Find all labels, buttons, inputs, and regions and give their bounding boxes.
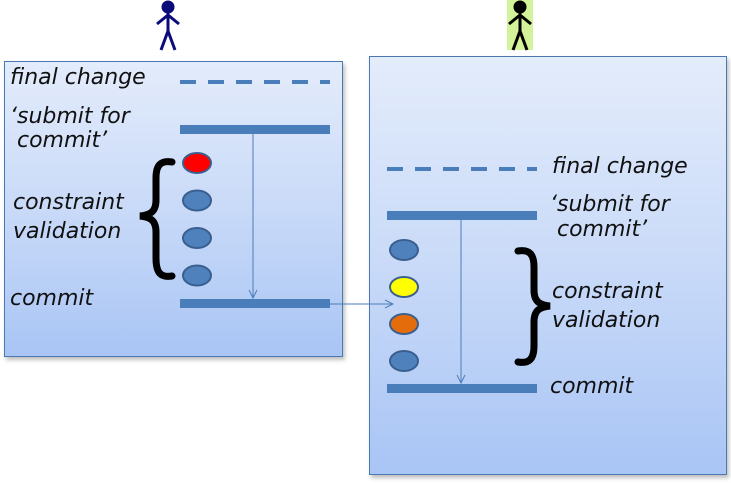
right-submit-label-2: commit’ bbox=[550, 217, 648, 242]
right-constraint-label-1: constraint bbox=[552, 279, 663, 304]
left-submit-bar bbox=[180, 125, 330, 134]
right-submit-label-1: ‘submit for bbox=[550, 192, 670, 217]
left-validation-dot-3 bbox=[182, 227, 212, 249]
left-submit-label-2: commit’ bbox=[10, 128, 108, 153]
left-constraint-label-2: validation bbox=[13, 219, 122, 244]
right-commit-label: commit bbox=[550, 374, 634, 399]
right-panel bbox=[369, 56, 727, 475]
right-brace-icon bbox=[514, 247, 551, 366]
left-commit-bar bbox=[180, 299, 330, 308]
left-validation-dot-4 bbox=[182, 264, 212, 287]
left-commit-label: commit bbox=[10, 286, 94, 311]
right-validation-dot-1 bbox=[389, 239, 419, 261]
right-final-change-label: final change bbox=[552, 154, 688, 179]
left-submit-label-1: ‘submit for bbox=[10, 104, 130, 129]
left-validation-dot-1 bbox=[182, 152, 212, 174]
right-validation-dot-2 bbox=[389, 276, 419, 298]
person-icon-user-1 bbox=[156, 0, 180, 51]
left-constraint-label-1: constraint bbox=[13, 190, 124, 215]
left-validation-dot-2 bbox=[182, 189, 212, 212]
left-final-change-label: final change bbox=[10, 65, 146, 90]
right-submit-bar bbox=[387, 211, 537, 220]
person-icon-user-2 bbox=[508, 0, 532, 51]
right-validation-dot-4 bbox=[389, 350, 419, 372]
right-validation-dot-3 bbox=[389, 313, 419, 335]
right-constraint-label-2: validation bbox=[552, 308, 661, 333]
left-brace-icon bbox=[139, 158, 176, 280]
right-commit-bar bbox=[387, 384, 537, 393]
